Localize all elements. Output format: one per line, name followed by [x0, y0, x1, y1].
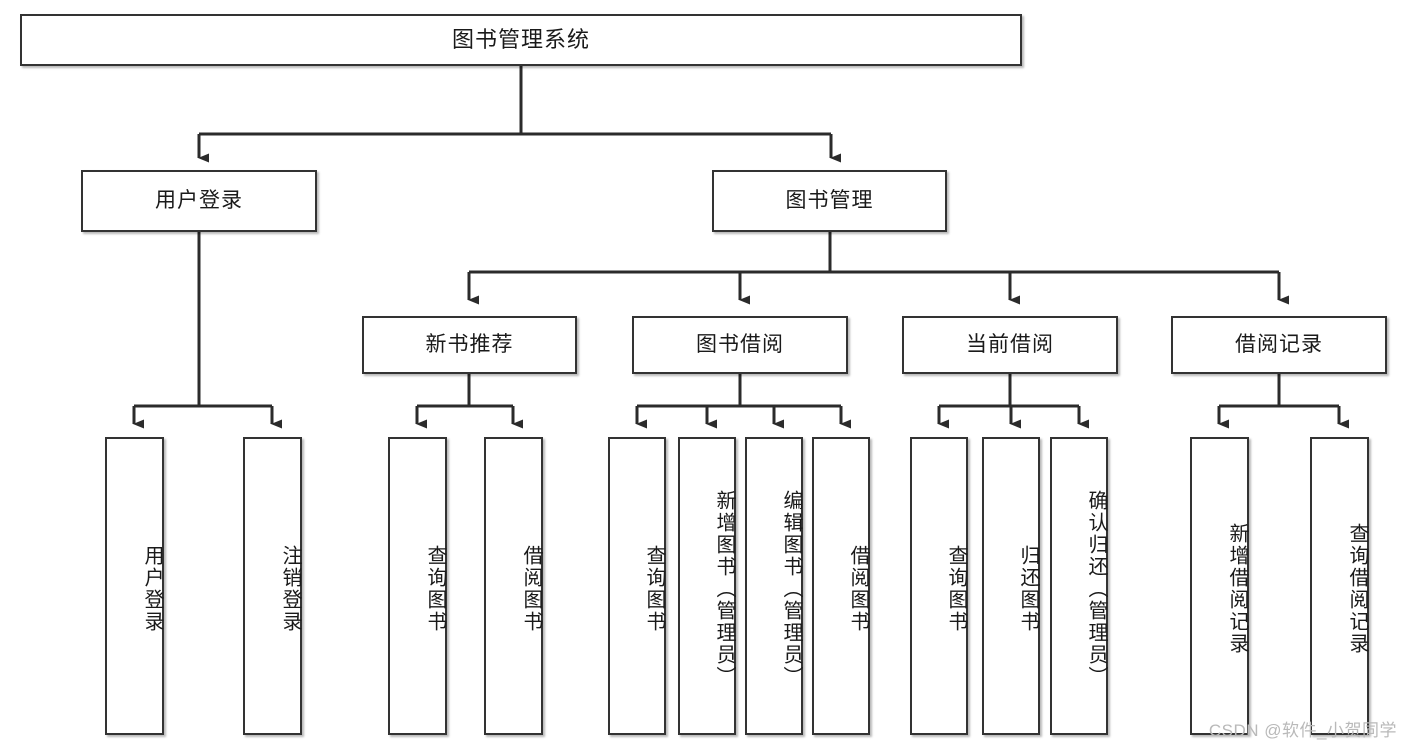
node-current-borrow-label: 当前借阅	[966, 333, 1054, 357]
node-book-management-label: 图书管理	[785, 189, 874, 213]
node-leaf[interactable]: 查询图书	[388, 437, 447, 735]
node-book-borrow[interactable]: 图书借阅	[632, 316, 848, 374]
node-leaf-label: 编辑图书（管理员）	[780, 490, 802, 688]
node-book-management[interactable]: 图书管理	[712, 170, 947, 232]
node-leaf-label: 查询图书	[945, 545, 967, 633]
node-user-login-label: 用户登录	[155, 189, 243, 213]
node-leaf[interactable]: 确认归还（管理员）	[1050, 437, 1108, 735]
node-leaf[interactable]: 注销登录	[243, 437, 302, 735]
node-borrow-record-label: 借阅记录	[1235, 333, 1323, 357]
node-leaf-label: 查询图书	[643, 545, 665, 633]
node-leaf[interactable]: 新增图书（管理员）	[678, 437, 736, 735]
node-leaf-label: 查询图书	[424, 545, 446, 633]
node-leaf-label: 新增借阅记录	[1226, 523, 1248, 655]
node-user-login[interactable]: 用户登录	[81, 170, 317, 232]
node-root-system[interactable]: 图书管理系统	[20, 14, 1022, 66]
node-new-book-recommend[interactable]: 新书推荐	[362, 316, 577, 374]
csdn-watermark: CSDN @软件_小贺同学	[1208, 721, 1397, 740]
node-leaf[interactable]: 新增借阅记录	[1190, 437, 1249, 735]
node-leaf[interactable]: 编辑图书（管理员）	[745, 437, 803, 735]
node-leaf-label: 用户登录	[141, 545, 163, 633]
node-leaf-label: 归还图书	[1017, 545, 1039, 633]
node-borrow-record[interactable]: 借阅记录	[1171, 316, 1387, 374]
node-leaf[interactable]: 用户登录	[105, 437, 164, 735]
node-leaf[interactable]: 归还图书	[982, 437, 1040, 735]
node-leaf-label: 新增图书（管理员）	[713, 490, 735, 688]
node-new-book-recommend-label: 新书推荐	[425, 333, 514, 357]
node-leaf-label: 借阅图书	[847, 545, 869, 633]
node-leaf-label: 注销登录	[279, 545, 301, 633]
node-current-borrow[interactable]: 当前借阅	[902, 316, 1118, 374]
node-leaf-label: 查询借阅记录	[1346, 523, 1368, 655]
node-leaf[interactable]: 借阅图书	[812, 437, 870, 735]
node-book-borrow-label: 图书借阅	[696, 333, 784, 357]
node-root-label: 图书管理系统	[451, 26, 590, 52]
node-leaf[interactable]: 查询图书	[608, 437, 666, 735]
node-leaf-label: 借阅图书	[520, 545, 542, 633]
node-leaf[interactable]: 查询图书	[910, 437, 968, 735]
node-leaf-label: 确认归还（管理员）	[1085, 490, 1107, 688]
node-leaf[interactable]: 查询借阅记录	[1310, 437, 1369, 735]
node-leaf[interactable]: 借阅图书	[484, 437, 543, 735]
